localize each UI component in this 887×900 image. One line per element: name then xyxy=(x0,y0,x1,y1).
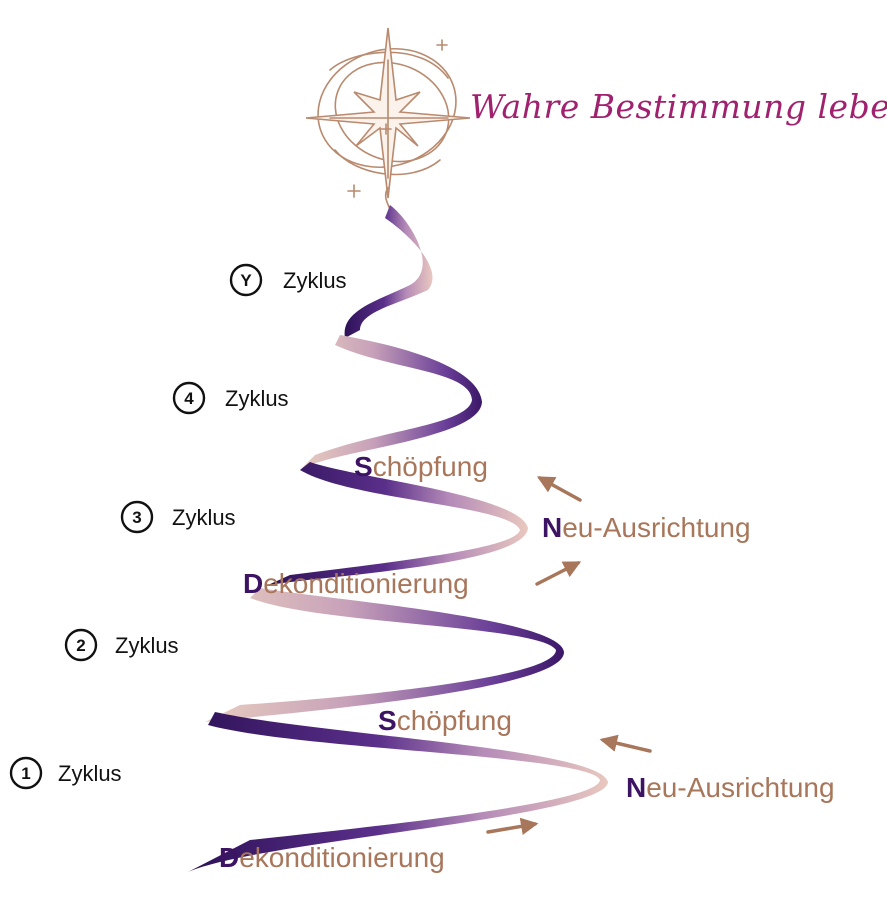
cycle-number: 3 xyxy=(132,508,141,527)
phase-initial: D xyxy=(243,568,263,599)
cycle-label: Zyklus xyxy=(58,761,122,786)
cycle-4: 4 Zyklus xyxy=(172,381,289,415)
cycle-label: Zyklus xyxy=(283,268,347,293)
phase-neu-ausrichtung-lower: Neu-Ausrichtung xyxy=(626,772,835,803)
spiral-ribbon xyxy=(188,205,608,872)
cycle-number: 1 xyxy=(21,764,30,783)
phase-rest: ekonditionierung xyxy=(263,568,469,599)
tagline: Wahre Bestimmung leben xyxy=(470,87,887,126)
phase-initial: D xyxy=(219,842,239,873)
cycle-badge xyxy=(229,263,263,297)
phase-rest: eu-Ausrichtung xyxy=(646,772,834,803)
ribbon-segment xyxy=(268,462,528,585)
phase-dekonditionierung-upper: Dekonditionierung xyxy=(243,568,469,599)
phase-rest: chöpfung xyxy=(373,451,488,482)
arrow-icon xyxy=(535,561,582,586)
cycle-badge xyxy=(64,628,98,662)
arrow-icon xyxy=(599,734,652,753)
cycle-number: 2 xyxy=(76,636,85,655)
cycle-label: Zyklus xyxy=(172,505,236,530)
phase-dekonditionierung-lower: Dekonditionierung xyxy=(219,842,445,873)
phase-rest: chöpfung xyxy=(397,705,512,736)
phase-initial: N xyxy=(626,772,646,803)
star-emblem-icon xyxy=(305,27,471,223)
cycle-label: Zyklus xyxy=(115,633,179,658)
phase-initial: S xyxy=(378,705,397,736)
cycle-1: 1 Zyklus xyxy=(9,756,122,790)
ribbon-segment xyxy=(205,588,565,722)
ribbon-segment xyxy=(344,205,433,338)
ribbon-segment xyxy=(188,712,608,872)
cycle-number: Y xyxy=(240,271,252,290)
phase-neu-ausrichtung-upper: Neu-Ausrichtung xyxy=(542,512,751,543)
ribbon-segment xyxy=(300,335,482,470)
cycle-badge xyxy=(120,500,154,534)
cycle-label: Zyklus xyxy=(225,386,289,411)
arrow-icon xyxy=(536,476,582,502)
phase-schoepfung-upper: Schöpfung xyxy=(354,451,488,482)
arrow-icon xyxy=(486,817,539,835)
phase-initial: N xyxy=(542,512,562,543)
phase-rest: ekonditionierung xyxy=(239,842,445,873)
cycle-number: 4 xyxy=(184,389,194,408)
cycle-y: Y Zyklus xyxy=(229,263,347,297)
arrows xyxy=(486,476,652,835)
phase-rest: eu-Ausrichtung xyxy=(562,512,750,543)
phase-initial: S xyxy=(354,451,373,482)
sparkle-icon xyxy=(347,39,448,198)
phase-schoepfung-lower: Schöpfung xyxy=(378,705,512,736)
cycle-badge xyxy=(9,756,43,790)
cycle-badge xyxy=(172,381,206,415)
cycle-2: 2 Zyklus xyxy=(64,628,179,662)
cycle-3: 3 Zyklus xyxy=(120,500,236,534)
